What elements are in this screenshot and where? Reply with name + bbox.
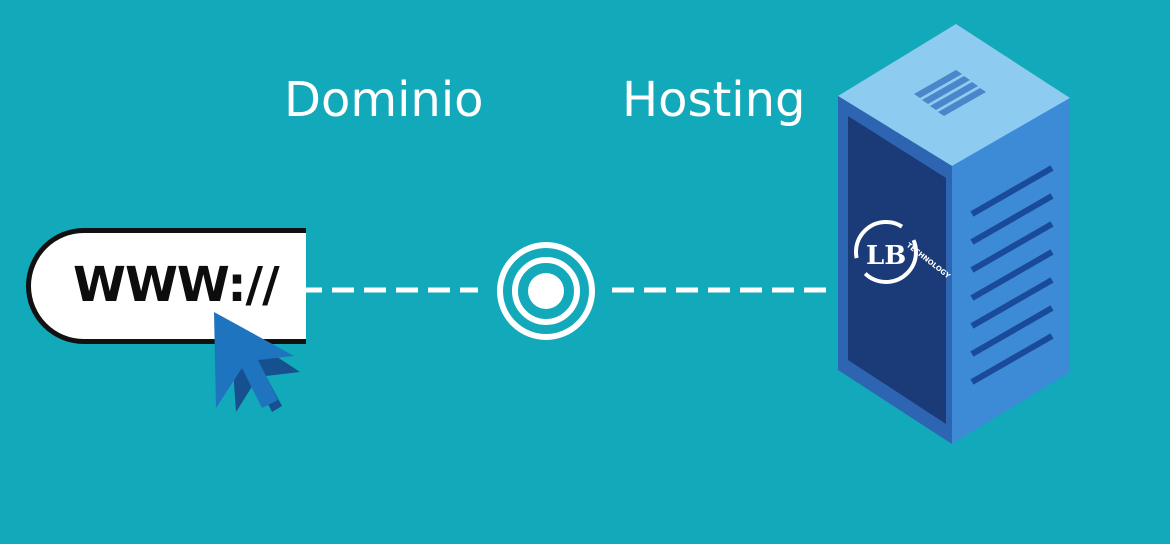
hosting-label: Hosting bbox=[622, 72, 806, 128]
target-ring-icon bbox=[497, 242, 595, 340]
server-tower-icon: LB TECHNOLOGY bbox=[838, 24, 1070, 444]
mouse-pointer-icon bbox=[214, 312, 300, 412]
url-text: WWW:// bbox=[73, 257, 280, 313]
url-bar: WWW:// bbox=[26, 228, 306, 344]
logo-initials: LB bbox=[866, 241, 906, 271]
domain-label: Dominio bbox=[284, 72, 484, 128]
